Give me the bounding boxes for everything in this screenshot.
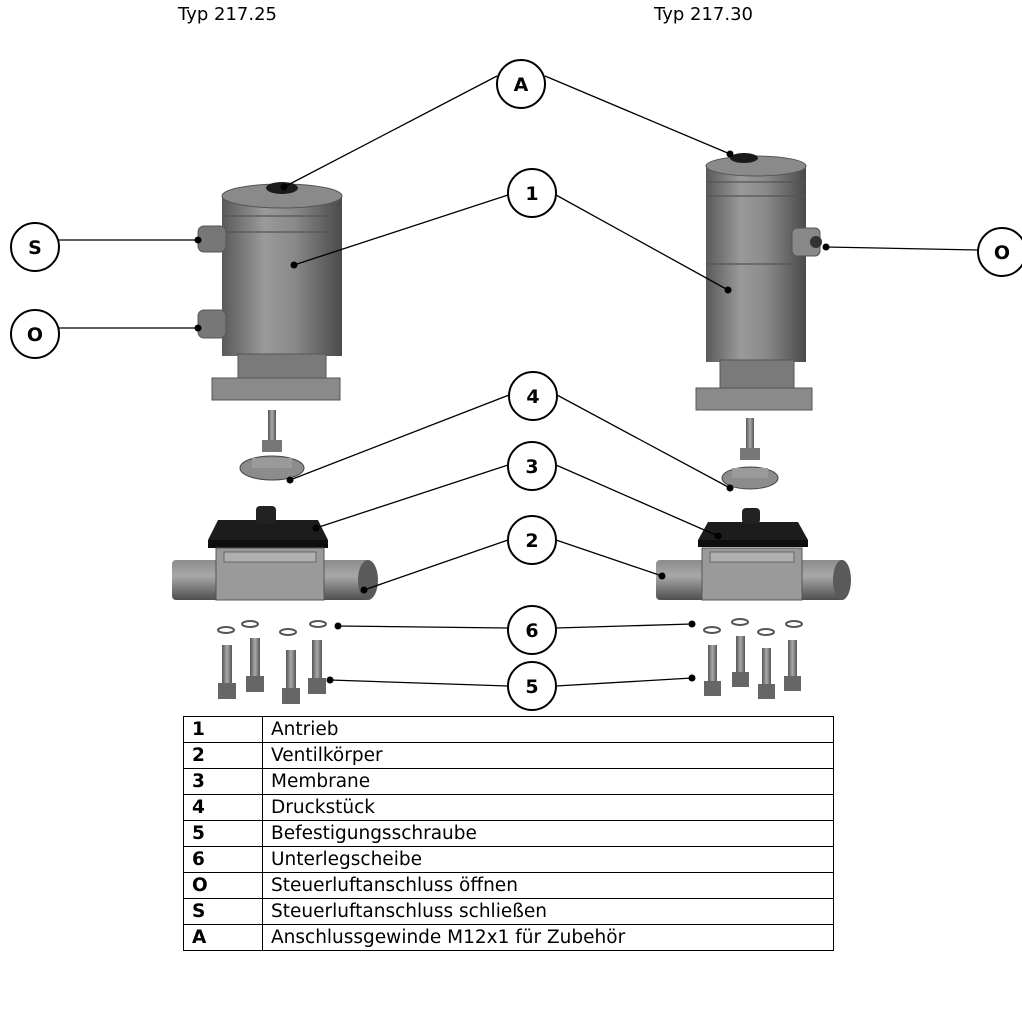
callout-3: 3 xyxy=(507,441,557,491)
callout-3-label: 3 xyxy=(525,456,538,478)
legend-text: Anschlussgewinde M12x1 für Zubehör xyxy=(262,924,834,951)
legend-text: Unterlegscheibe xyxy=(262,846,834,873)
legend-key: 6 xyxy=(183,846,263,873)
leader-6-right xyxy=(555,623,693,629)
actuator-left xyxy=(197,182,343,401)
legend-text: Befestigungsschraube xyxy=(262,820,834,847)
legend-key: S xyxy=(183,898,263,925)
leader-3-left xyxy=(315,464,509,529)
compressor-right xyxy=(721,418,779,490)
callout-6-label: 6 xyxy=(525,620,538,642)
leader-2-right xyxy=(555,539,663,577)
leader-lines xyxy=(59,75,979,687)
legend-text: Steuerluftanschluss öffnen xyxy=(262,872,834,899)
diaphragm-left xyxy=(208,506,328,548)
legend-key: 4 xyxy=(183,794,263,821)
callout-5: 5 xyxy=(507,661,557,711)
leader-3-right xyxy=(555,464,719,537)
leader-5-right xyxy=(555,677,693,687)
screws-left xyxy=(218,638,326,704)
valve-right xyxy=(656,153,851,699)
leader-4-right xyxy=(556,394,731,489)
legend-key: 1 xyxy=(183,716,263,743)
legend-key: 2 xyxy=(183,742,263,769)
callout-o-left-label: O xyxy=(27,324,43,346)
leader-4-left xyxy=(289,394,510,481)
legend-text: Ventilkörper xyxy=(262,742,834,769)
legend-text: Antrieb xyxy=(262,716,834,743)
legend-text: Steuerluftanschluss schließen xyxy=(262,898,834,925)
callout-4-label: 4 xyxy=(526,386,539,408)
legend-key: A xyxy=(183,924,263,951)
callout-s-label: S xyxy=(28,237,42,259)
leader-5-left xyxy=(329,679,509,687)
leader-a-left xyxy=(283,75,498,188)
callout-a-label: A xyxy=(514,74,529,96)
callout-5-label: 5 xyxy=(525,676,538,698)
leader-o-right xyxy=(825,246,979,251)
callout-o-right-label: O xyxy=(994,242,1010,264)
washers-left xyxy=(217,620,327,636)
exploded-view-diagram: A 1 S O O 4 3 2 6 5 xyxy=(10,59,1022,711)
callout-o-right: O xyxy=(977,227,1022,277)
callout-1: 1 xyxy=(507,168,557,218)
valve-body-right xyxy=(656,547,851,601)
callout-6: 6 xyxy=(507,605,557,655)
callout-1-label: 1 xyxy=(525,183,538,205)
leader-6-left xyxy=(337,625,509,629)
valve-body-left xyxy=(172,547,378,601)
leader-dots xyxy=(194,150,830,684)
legend-text: Druckstück xyxy=(262,794,834,821)
callout-2: 2 xyxy=(507,515,557,565)
leader-a-right xyxy=(544,75,731,155)
valve-left xyxy=(172,182,378,704)
callout-2-label: 2 xyxy=(525,530,538,552)
legend-key: 3 xyxy=(183,768,263,795)
callout-a: A xyxy=(496,59,546,109)
type-label-left: Typ 217.25 xyxy=(178,4,277,25)
leader-1-right xyxy=(555,194,729,291)
legend-key: O xyxy=(183,872,263,899)
diaphragm-right xyxy=(698,508,808,547)
leader-1-left xyxy=(293,194,509,266)
legend-key: 5 xyxy=(183,820,263,847)
leader-2-left xyxy=(363,539,509,591)
callout-4: 4 xyxy=(508,371,558,421)
washers-right xyxy=(703,618,803,636)
compressor-left xyxy=(239,410,305,481)
type-label-right: Typ 217.30 xyxy=(654,4,753,25)
callout-s: S xyxy=(10,222,60,272)
legend-text: Membrane xyxy=(262,768,834,795)
actuator-right xyxy=(695,153,822,411)
screws-right xyxy=(704,636,801,699)
callout-o-left: O xyxy=(10,309,60,359)
